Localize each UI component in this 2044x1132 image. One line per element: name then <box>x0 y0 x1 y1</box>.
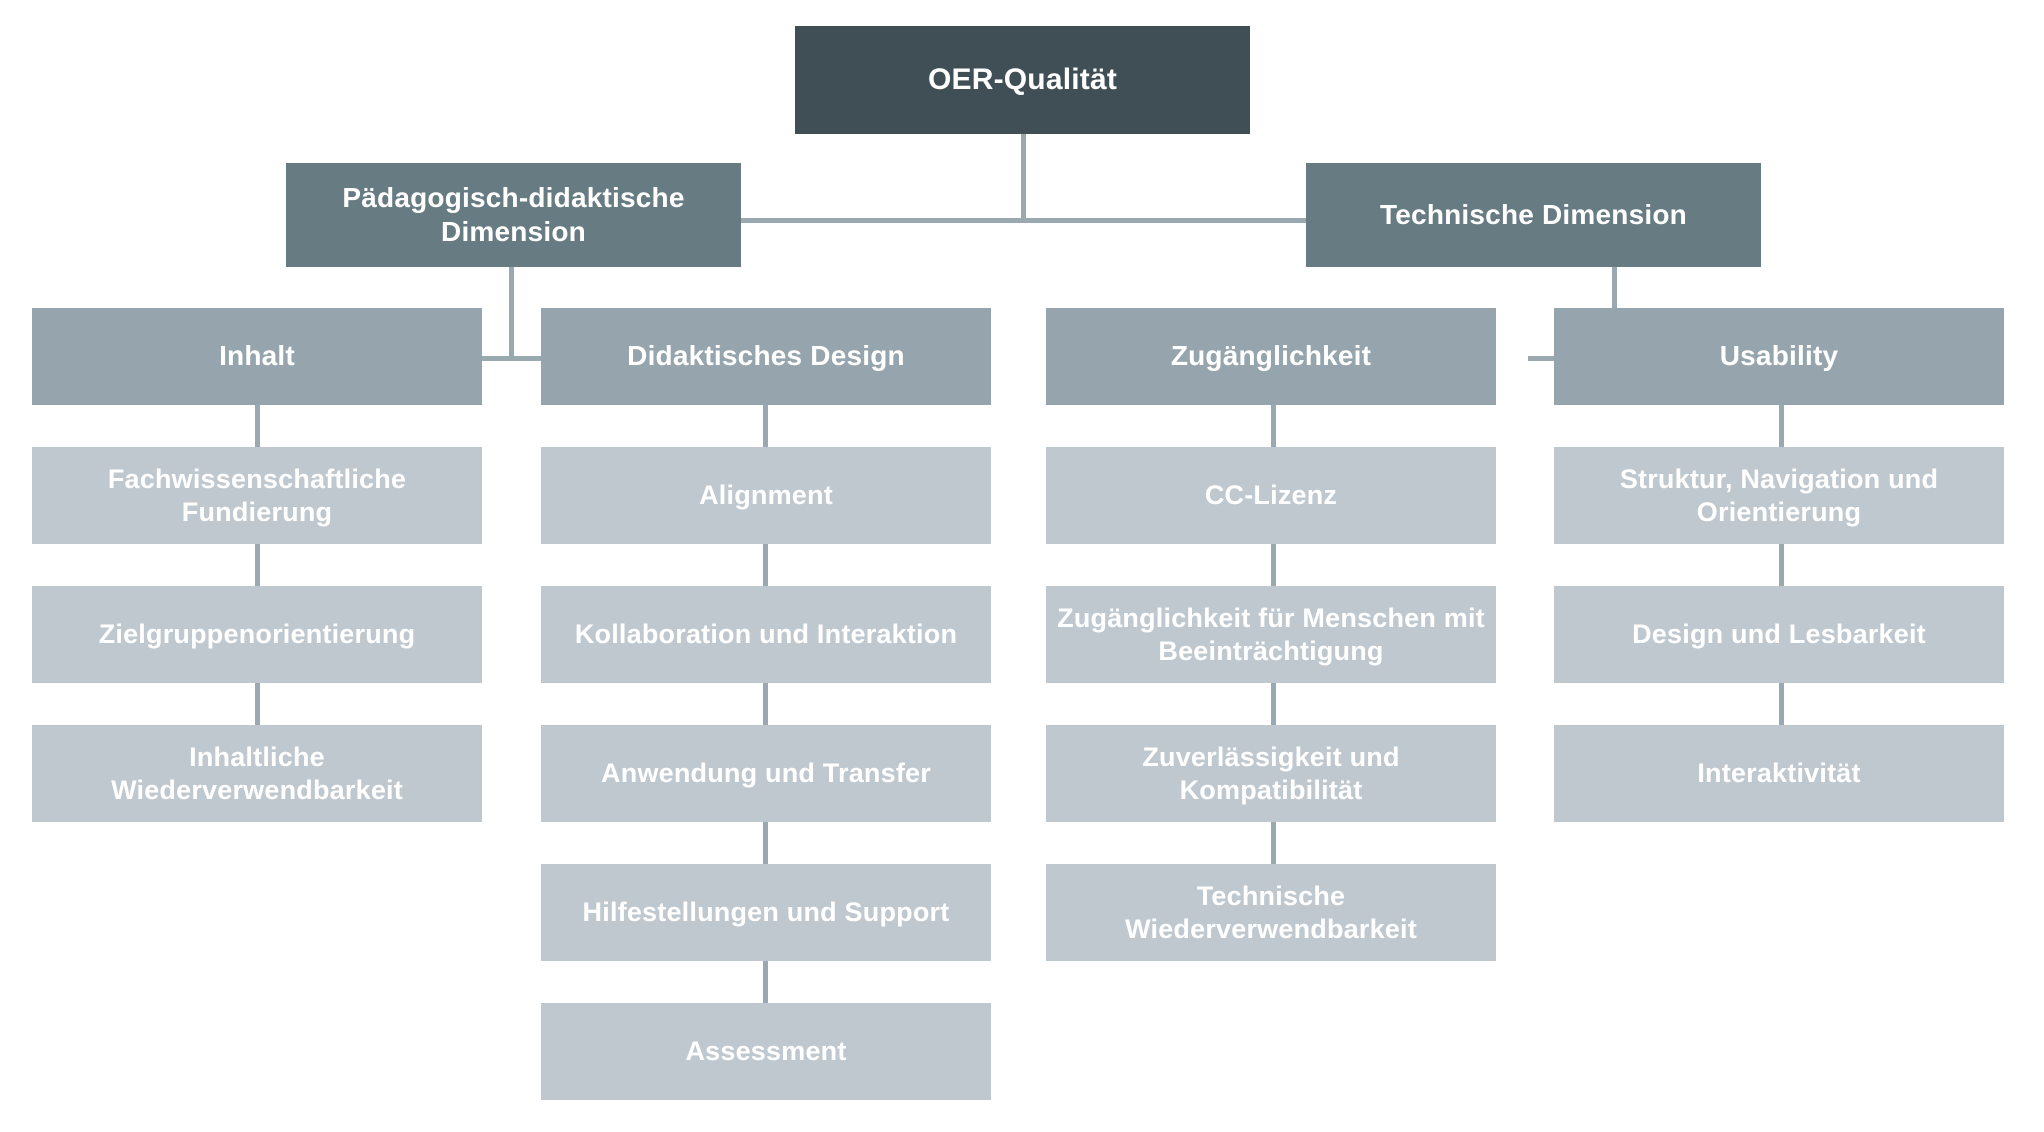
node-zuverlaessigkeit-und-kompatibilitaet[interactable]: Zuverlässigkeit und Kompatibilität <box>1046 725 1496 822</box>
node-label: Inhaltliche Wiederverwendbarkeit <box>111 741 403 805</box>
connector-dimension-bus <box>737 218 1310 223</box>
node-usability[interactable]: Usability <box>1554 308 2004 405</box>
node-label: Hilfestellungen und Support <box>582 897 950 928</box>
node-didaktisches-design[interactable]: Didaktisches Design <box>541 308 991 405</box>
node-inhalt[interactable]: Inhalt <box>32 308 482 405</box>
node-label: Zuverlässigkeit und Kompatibilität <box>1142 741 1400 805</box>
node-assessment[interactable]: Assessment <box>541 1003 991 1100</box>
node-label: Didaktisches Design <box>627 340 905 372</box>
node-label: Zugänglichkeit für Menschen mit Beeinträ… <box>1057 602 1485 666</box>
node-label: Design und Lesbarkeit <box>1632 619 1926 650</box>
node-zielgruppenorientierung[interactable]: Zielgruppenorientierung <box>32 586 482 683</box>
node-technische-wiederverwendbarkeit[interactable]: Technische Wiederverwendbarkeit <box>1046 864 1496 961</box>
node-label: CC-Lizenz <box>1204 480 1338 511</box>
node-zugaenglichkeit-fuer-menschen-mit-beeintraechtigung[interactable]: Zugänglichkeit für Menschen mit Beeinträ… <box>1046 586 1496 683</box>
node-label: Zugänglichkeit <box>1170 340 1372 372</box>
node-label: Inhalt <box>219 340 295 372</box>
node-label: Pädagogisch-didaktische Dimension <box>342 181 685 247</box>
node-anwendung-und-transfer[interactable]: Anwendung und Transfer <box>541 725 991 822</box>
node-paedagogisch-didaktische-dimension[interactable]: Pädagogisch-didaktische Dimension <box>286 163 741 267</box>
node-label: Kollaboration und Interaktion <box>574 619 958 650</box>
node-label: Technische Dimension <box>1380 198 1687 230</box>
node-label: Usability <box>1719 340 1839 372</box>
node-label: Interaktivität <box>1697 758 1861 789</box>
node-label: Struktur, Navigation und Orientierung <box>1619 463 1939 527</box>
node-label: Zielgruppenorientierung <box>98 619 416 650</box>
node-interaktivitaet[interactable]: Interaktivität <box>1554 725 2004 822</box>
connector-pedagogical-stem <box>509 267 514 359</box>
node-label: OER-Qualität <box>927 62 1118 96</box>
node-technische-dimension[interactable]: Technische Dimension <box>1306 163 1761 267</box>
node-oer-qualitaet[interactable]: OER-Qualität <box>795 26 1250 134</box>
node-alignment[interactable]: Alignment <box>541 447 991 544</box>
node-label: Technische Wiederverwendbarkeit <box>1125 880 1417 944</box>
node-label: Fachwissenschaftliche Fundierung <box>107 463 407 527</box>
node-inhaltliche-wiederverwendbarkeit[interactable]: Inhaltliche Wiederverwendbarkeit <box>32 725 482 822</box>
node-hilfestellungen-und-support[interactable]: Hilfestellungen und Support <box>541 864 991 961</box>
connector-root-stem <box>1021 134 1026 220</box>
node-fachwissenschaftliche-fundierung[interactable]: Fachwissenschaftliche Fundierung <box>32 447 482 544</box>
node-label: Assessment <box>685 1036 847 1067</box>
node-kollaboration-und-interaktion[interactable]: Kollaboration und Interaktion <box>541 586 991 683</box>
node-label: Alignment <box>699 480 833 511</box>
node-cc-lizenz[interactable]: CC-Lizenz <box>1046 447 1496 544</box>
connector-pedagogical-bus <box>482 356 542 361</box>
node-label: Anwendung und Transfer <box>601 758 931 789</box>
node-design-und-lesbarkeit[interactable]: Design und Lesbarkeit <box>1554 586 2004 683</box>
node-zugaenglichkeit[interactable]: Zugänglichkeit <box>1046 308 1496 405</box>
node-struktur-navigation-und-orientierung[interactable]: Struktur, Navigation und Orientierung <box>1554 447 2004 544</box>
